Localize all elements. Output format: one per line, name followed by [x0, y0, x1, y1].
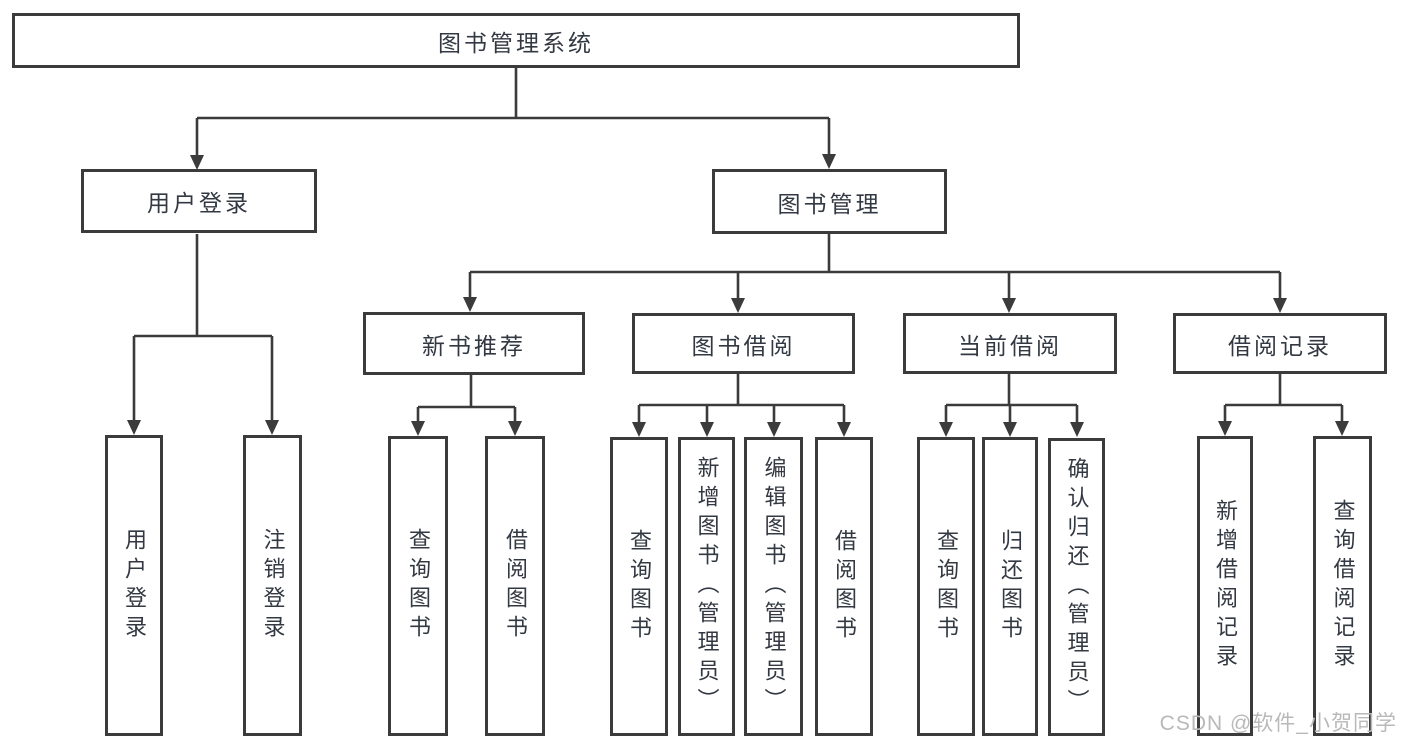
leaf-query-books: 查询图书 [610, 437, 668, 736]
arrowheads [127, 154, 1349, 437]
node-new-book-recommendation: 新书推荐 [363, 312, 585, 375]
node-book-borrowing: 图书借阅 [632, 313, 855, 374]
leaf-add-books-admin: 新增图书（管理员） [678, 437, 735, 736]
leaf-edit-books-admin: 编辑图书（管理员） [744, 437, 803, 736]
watermark: CSDN @软件_小贺同学 [1159, 712, 1397, 735]
leaf-add-borrow-record: 新增借阅记录 [1197, 436, 1253, 736]
node-book-management: 图书管理 [712, 169, 947, 234]
leaf-query-books: 查询图书 [917, 437, 975, 736]
leaf-confirm-return-admin: 确认归还（管理员） [1048, 438, 1105, 736]
node-current-borrowing: 当前借阅 [903, 313, 1117, 374]
leaf-user-login: 用户登录 [105, 435, 163, 736]
node-borrowing-records: 借阅记录 [1173, 313, 1387, 374]
leaf-borrow-books: 借阅图书 [485, 436, 545, 736]
leaf-query-borrow-record: 查询借阅记录 [1313, 436, 1372, 736]
node-user-login: 用户登录 [81, 169, 317, 233]
leaf-borrow-books: 借阅图书 [815, 437, 873, 736]
leaf-query-books: 查询图书 [388, 436, 448, 736]
leaf-return-books: 归还图书 [982, 437, 1038, 736]
leaf-logout: 注销登录 [243, 435, 302, 736]
node-library-management-system: 图书管理系统 [12, 13, 1020, 68]
